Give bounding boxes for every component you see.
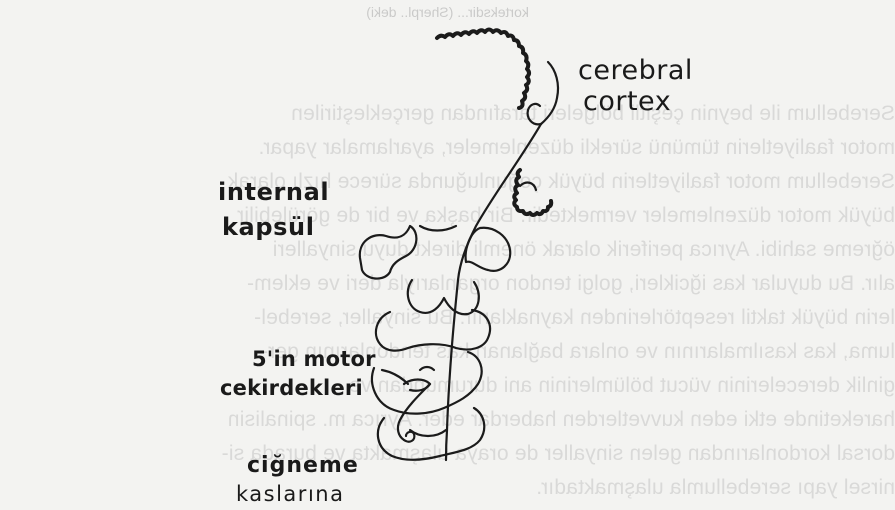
midline-upper-structure — [420, 226, 456, 231]
internal-capsule-right-lobe — [466, 228, 511, 271]
pathway-cortex-origin — [528, 104, 541, 124]
label-internal: internal — [218, 180, 329, 204]
label-cekirdekleri: cekirdekleri — [220, 378, 363, 399]
label-pointer-line — [382, 370, 408, 384]
label-cigneme: ciğneme — [247, 455, 359, 477]
cortex-lower-gyrus — [514, 170, 551, 215]
motor-pathway-descending — [446, 280, 458, 460]
cortex-gyrus-strip — [437, 30, 529, 109]
motor-nucleus-marker — [420, 367, 434, 370]
label-cortex: cortex — [583, 88, 671, 115]
label-motor-nucleus: 5'in motor — [252, 349, 376, 370]
pons-outline — [376, 310, 490, 351]
nerve-end-loop — [404, 432, 414, 442]
label-kapsul: kapsül — [222, 215, 315, 239]
motor-pathway-upper — [458, 124, 541, 280]
label-kaslarina: kaslarına — [236, 484, 344, 505]
medulla-outline — [378, 408, 484, 460]
cortex-outline — [541, 62, 558, 124]
cortex-lower-gyrus-inner — [520, 183, 536, 190]
brainstem-upper-outline — [408, 280, 479, 314]
internal-capsule-left-lobe — [360, 226, 417, 279]
label-cerebral: cerebral — [578, 57, 693, 84]
